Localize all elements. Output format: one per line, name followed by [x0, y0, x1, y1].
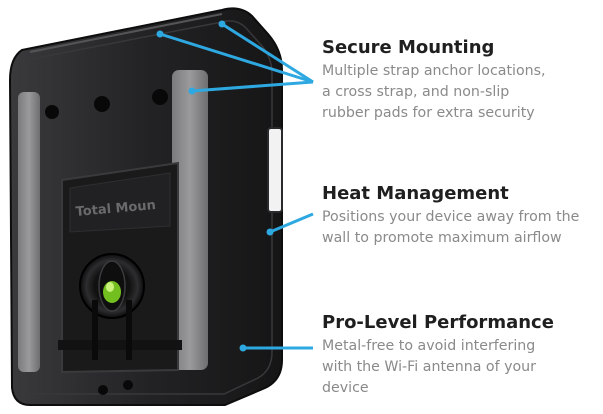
feature-title: Pro-Level Performance	[322, 312, 554, 333]
feature-title: Secure Mounting	[322, 37, 495, 58]
feature-heat-management: Heat Management Positions your device aw…	[322, 183, 598, 249]
feature-title: Heat Management	[322, 183, 509, 204]
strap-hole	[98, 385, 108, 395]
side-notch	[267, 127, 283, 213]
callout-pro-level-performance	[239, 344, 313, 352]
feature-description: Positions your device away from the wall…	[322, 209, 580, 246]
feature-pro-level-performance: Pro-Level Performance Metal-free to avoi…	[322, 312, 598, 399]
rubber-pad-left	[18, 92, 40, 372]
feature-secure-mounting: Secure Mounting Multiple strap anchor lo…	[322, 37, 598, 124]
strap-hole	[123, 380, 133, 390]
strap-hole	[94, 96, 110, 112]
rubber-pad-right	[172, 70, 208, 370]
feature-description: Multiple strap anchor locations, a cross…	[322, 63, 546, 121]
feature-description: Metal-free to avoid interfering with the…	[322, 338, 537, 396]
callout-heat-management	[266, 212, 314, 236]
bubble-level	[79, 253, 145, 360]
strap-hole	[152, 89, 168, 105]
callout-secure-mounting	[156, 20, 314, 95]
brand-text: Total Moun	[75, 198, 156, 220]
strap-hole	[45, 105, 59, 119]
